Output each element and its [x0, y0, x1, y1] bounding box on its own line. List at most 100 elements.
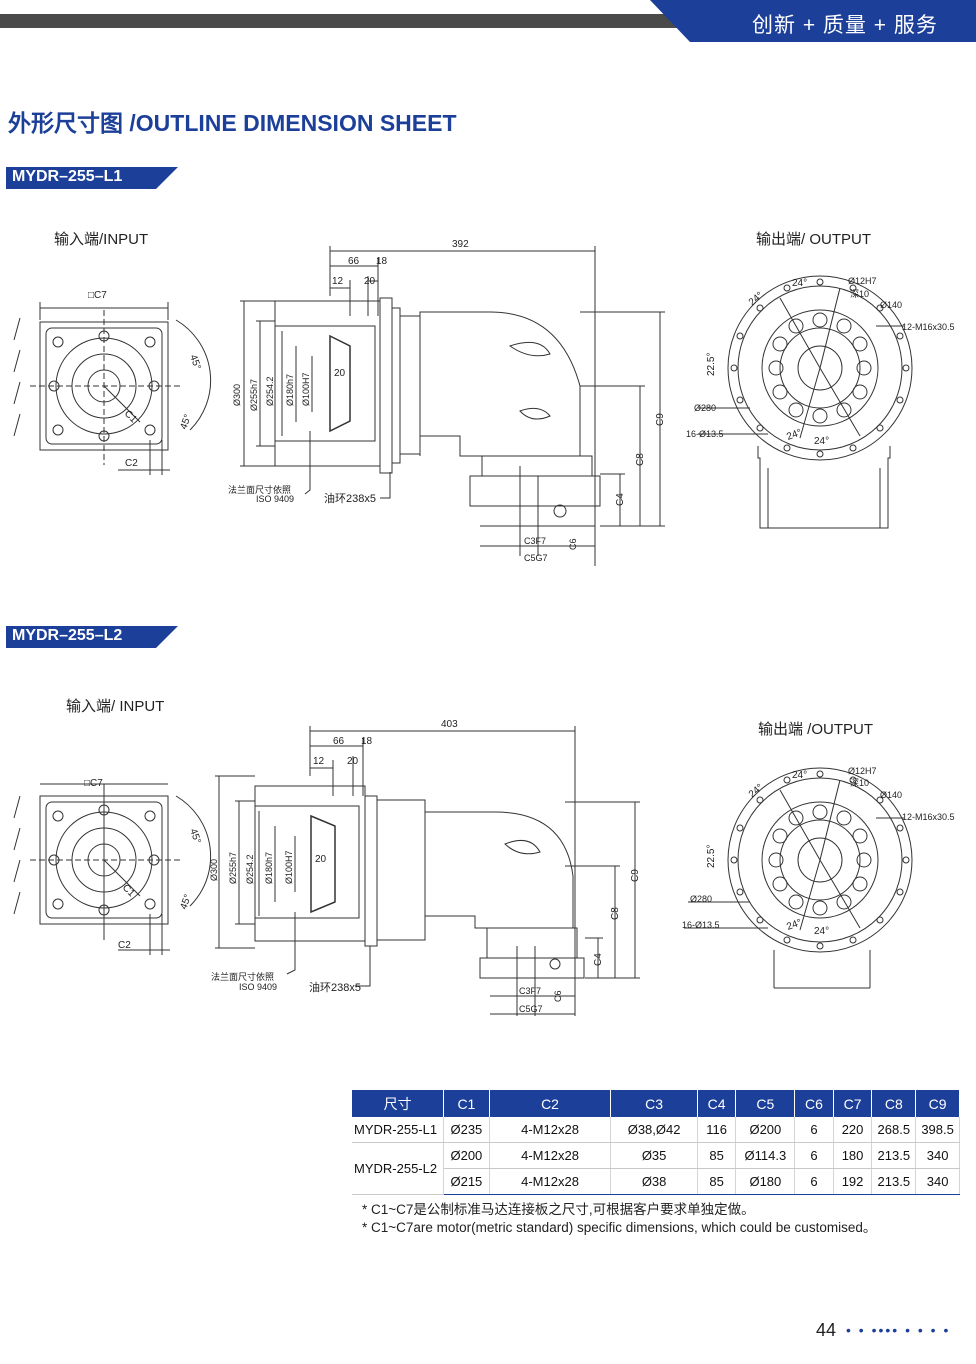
- output-label-l2: 输出端 /OUTPUT: [758, 721, 873, 738]
- dim-20b-l1: 20: [334, 368, 346, 379]
- label-c7-l2: □C7: [84, 778, 103, 789]
- input-label-l1: 输入端/INPUT: [54, 231, 149, 248]
- dim-12-l1: 12: [332, 276, 344, 287]
- table-header: 尺寸: [352, 1090, 445, 1117]
- dia-140-l1: Ø140: [880, 300, 902, 310]
- oil-ring-l1: 油环238x5: [324, 491, 376, 505]
- table-cell: 6: [794, 1117, 834, 1143]
- dim-c8-l2: C8: [610, 907, 621, 920]
- angle-24-b-l2: 24°: [792, 770, 807, 781]
- table-cell: Ø114.3: [735, 1142, 796, 1169]
- dim-c3-l1: C3F7: [524, 536, 546, 546]
- table-header: C8: [871, 1090, 917, 1117]
- thread-l1: 12-M16x30.5: [902, 322, 955, 332]
- angle-24-d-l1: 24°: [814, 436, 829, 447]
- table-cell: 4-M12x28: [489, 1117, 612, 1143]
- model-name-l2: MYDR–255–L2: [12, 627, 123, 644]
- dia-280-l2: Ø280: [690, 894, 712, 904]
- dim-66-l1: 66: [348, 256, 360, 267]
- bolt-circle-l1: 16-Ø13.5: [686, 429, 724, 439]
- table-cell: Ø200: [443, 1142, 490, 1169]
- dim-c5-l2: C5G7: [519, 1004, 543, 1014]
- table-header: C4: [697, 1090, 737, 1117]
- table-cell: Ø38: [610, 1168, 698, 1195]
- angle-225-l2: 22.5°: [706, 845, 717, 868]
- note-english: * C1~C7are motor(metric standard) specif…: [362, 1220, 877, 1235]
- label-45-top-l2: 45°: [187, 827, 203, 845]
- input-flange-drawing-l2: □C7 45° 45° C1 C2: [13, 778, 212, 955]
- table-cell: Ø38,Ø42: [610, 1117, 698, 1143]
- table-header: C3: [610, 1090, 698, 1117]
- depth-10-l2: 深10: [850, 778, 869, 788]
- table-cell: 85: [697, 1142, 737, 1169]
- input-label-l2: 输入端/ INPUT: [66, 698, 165, 715]
- oil-ring-l2: 油环238x5: [309, 980, 361, 994]
- side-view-drawing-l2: 403 66 18 12 20 20 Ø300 Ø255h7 Ø254.2 Ø1…: [209, 719, 641, 1016]
- table-header: C1: [443, 1090, 490, 1117]
- angle-24-b-l1: 24°: [792, 278, 807, 289]
- dim-d100-l2: Ø100H7: [284, 850, 294, 884]
- label-45-bottom: 45°: [178, 413, 194, 431]
- table-cell: MYDR-255-L2: [352, 1142, 445, 1195]
- note-chinese: * C1~C7是公制标准马达连接板之尺寸,可根据客户要求单独定做。: [362, 1202, 755, 1217]
- model-tab-l2: [6, 626, 178, 648]
- table-cell: Ø200: [735, 1117, 796, 1143]
- flange-note-l1: 法兰面尺寸依照: [228, 484, 291, 495]
- table-header: C7: [833, 1090, 873, 1117]
- label-45-top: 45°: [187, 353, 203, 371]
- side-view-drawing-l1: 392 66 18 12 20 20 Ø300 Ø255h7 Ø254.2 Ø1…: [228, 239, 666, 566]
- dim-c3-l2: C3F7: [519, 986, 541, 996]
- angle-24-c-l1: 24°: [785, 427, 803, 443]
- table-cell: Ø215: [443, 1168, 490, 1195]
- bolt-circle-l2: 16-Ø13.5: [682, 920, 720, 930]
- dia-280-l1: Ø280: [694, 403, 716, 413]
- dim-d100-l1: Ø100H7: [301, 372, 311, 406]
- hole-12-l1: Ø12H7: [848, 276, 877, 286]
- header-bar: [0, 14, 700, 28]
- page-dots-decoration: • • •••• • • • •: [846, 1322, 951, 1338]
- dim-c6-l2: C6: [553, 990, 563, 1002]
- output-face-drawing-l2: 24° 24° Ø12H7 深10 Ø140 12-M16x30.5 22.5°…: [682, 766, 955, 989]
- dim-18-l1: 18: [376, 256, 388, 267]
- dim-c4-l1: C4: [615, 493, 626, 506]
- table-row: MYDR-255-L2 Ø200 4-M12x28 Ø35 85 Ø114.3 …: [352, 1142, 960, 1195]
- dim-d2542-l2: Ø254.2: [245, 854, 255, 884]
- table-cell: 6: [794, 1142, 834, 1169]
- flange-note-l2: 法兰面尺寸依照: [211, 971, 274, 982]
- dim-overall-l1: 392: [452, 239, 469, 250]
- table-cell: MYDR-255-L1: [352, 1117, 445, 1143]
- dim-d180-l2: Ø180h7: [264, 852, 274, 884]
- dim-c9-l1: C9: [655, 413, 666, 426]
- table-cell: 4-M12x28: [489, 1142, 612, 1169]
- dim-d300-l1: Ø300: [232, 384, 242, 406]
- dim-20b-l2: 20: [315, 854, 327, 865]
- table-header: C9: [915, 1090, 960, 1117]
- table-cell: Ø35: [610, 1142, 698, 1169]
- page-title: 外形尺寸图 /OUTLINE DIMENSION SHEET: [8, 110, 457, 136]
- table-cell: 220: [833, 1117, 873, 1143]
- dim-c4-l2: C4: [593, 953, 604, 966]
- dim-20a-l2: 20: [347, 756, 359, 767]
- table-row: MYDR-255-L1 Ø235 4-M12x28 Ø38,Ø42 116 Ø2…: [352, 1117, 960, 1143]
- table-cell: 116: [697, 1117, 737, 1143]
- dim-d180-l1: Ø180h7: [285, 374, 295, 406]
- spec-table: 尺寸 C1 C2 C3 C4 C5 C6 C7 C8 C9 MYDR-255-L…: [352, 1090, 960, 1195]
- angle-24-a-l1: 24°: [747, 290, 766, 308]
- label-45-bottom-l2: 45°: [178, 893, 194, 911]
- table-cell: Ø180: [735, 1168, 796, 1195]
- dim-12-l2: 12: [313, 756, 325, 767]
- table-cell: 340: [915, 1168, 960, 1195]
- table-cell: 398.5: [915, 1117, 960, 1143]
- label-c2: C2: [125, 458, 138, 469]
- angle-225-l1: 22.5°: [706, 353, 717, 376]
- dim-66-l2: 66: [333, 736, 345, 747]
- dim-20a-l1: 20: [364, 276, 376, 287]
- dim-c8-l1: C8: [635, 453, 646, 466]
- dim-18-l2: 18: [361, 736, 373, 747]
- angle-24-c-l2: 24°: [785, 917, 803, 933]
- iso-note-l1: ISO 9409: [256, 494, 294, 504]
- table-header-row: 尺寸 C1 C2 C3 C4 C5 C6 C7 C8 C9: [352, 1090, 960, 1117]
- slogan-tab: [650, 0, 976, 42]
- angle-24-d-l2: 24°: [814, 926, 829, 937]
- dim-d255-l2: Ø255h7: [228, 852, 238, 884]
